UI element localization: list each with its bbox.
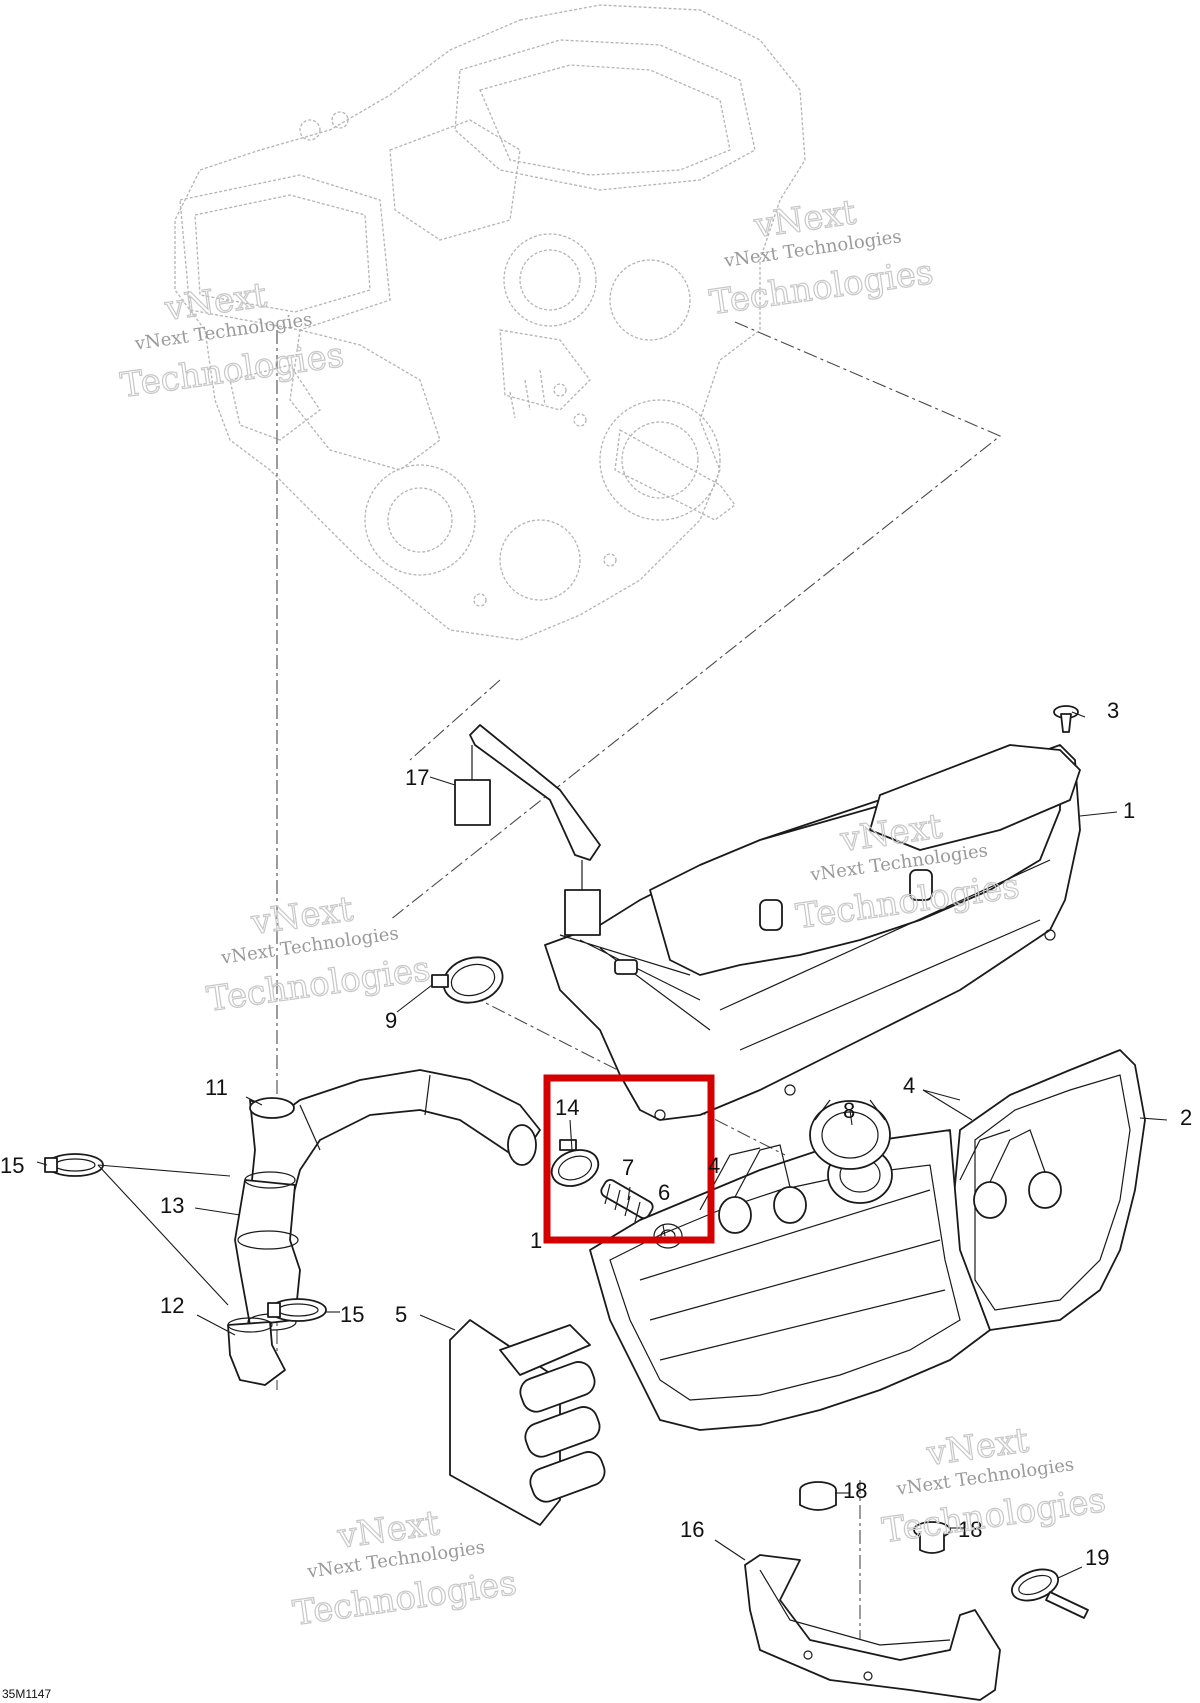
drawing-code: 35M1147	[2, 1687, 51, 1701]
callout-16: 16	[680, 1517, 704, 1542]
callout-11: 11	[205, 1075, 228, 1100]
watermarks: vNext vNext Technologies Technologies vN…	[117, 192, 1109, 1635]
clamp-15-lower	[267, 1298, 327, 1322]
hose-fitting-7	[600, 1179, 654, 1223]
duct-coupling	[234, 1171, 301, 1331]
engine-block-drawing	[174, 4, 806, 641]
callout-18-lower: 18	[958, 1517, 982, 1542]
callout-17: 17	[405, 765, 429, 790]
lower-airbox-tray	[589, 1129, 991, 1431]
callout-10: 1	[530, 1228, 542, 1253]
callout-19: 19	[1085, 1545, 1109, 1570]
callout-3: 3	[1107, 698, 1119, 723]
clamp-15-left	[44, 1153, 104, 1177]
bumper-18-upper	[799, 1481, 837, 1511]
screw-3	[1053, 705, 1079, 733]
watermark-top-left: vNext vNext Technologies Technologies	[117, 275, 347, 407]
retaining-strap	[454, 724, 601, 936]
callout-labels: 3 1 2 4 4 8 17 9 11 15 13 12 15 5 14 7 6…	[0, 698, 1192, 1570]
callout-14: 14	[555, 1095, 579, 1120]
highlight-box	[543, 1074, 715, 1244]
callout-12: 12	[160, 1293, 184, 1318]
callout-5: 5	[395, 1302, 407, 1327]
callout-6: 6	[658, 1180, 670, 1205]
airbox-base	[949, 1049, 1146, 1331]
airbox-cover	[544, 744, 1081, 1121]
mounting-bracket	[744, 1554, 1001, 1701]
callout-15-right: 15	[340, 1302, 364, 1327]
filter-element	[449, 1319, 606, 1526]
leader-lines	[36, 711, 1168, 1579]
duct-elbow	[227, 1317, 286, 1386]
callout-4-left: 4	[708, 1153, 720, 1178]
callout-1: 1	[1123, 798, 1135, 823]
callout-15-left: 15	[0, 1153, 24, 1178]
bumper-18-lower	[913, 1521, 951, 1554]
intake-duct	[249, 1069, 541, 1201]
callout-7: 7	[622, 1155, 634, 1180]
cable-tie-19	[1011, 1568, 1089, 1619]
callout-18-upper: 18	[843, 1478, 867, 1503]
callout-8: 8	[843, 1098, 855, 1123]
callout-13: 13	[160, 1193, 184, 1218]
callout-9: 9	[385, 1008, 397, 1033]
callout-2: 2	[1180, 1105, 1192, 1130]
watermark-bottom-left: vNext vNext Technologies Technologies	[290, 1503, 520, 1635]
watermark-top-right: vNext vNext Technologies Technologies	[707, 192, 937, 324]
watermark-mid-left: vNext vNext Technologies Technologies	[204, 889, 434, 1021]
watermark-bottom-right: vNext vNext Technologies Technologies	[879, 1420, 1109, 1552]
callout-4-right: 4	[903, 1073, 915, 1098]
clamp-9	[431, 956, 504, 1004]
clamp-14	[550, 1139, 600, 1187]
